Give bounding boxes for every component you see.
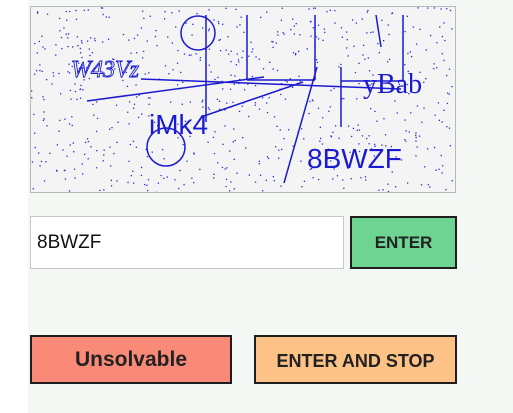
enter-button[interactable]: ENTER [350,216,457,269]
captcha-text-ybab: yBab [363,69,422,100]
captcha-image: W43Vz yBab iMk4 8BWZF [30,6,456,193]
unsolvable-button[interactable]: Unsolvable [30,335,232,384]
enter-and-stop-button[interactable]: ENTER AND STOP [254,335,457,384]
captcha-text-imk4: iMk4 [149,109,208,140]
captcha-text-8bwzf: 8BWZF [307,143,402,174]
captcha-answer-input[interactable] [30,216,344,269]
captcha-text-w43vz: W43Vz [71,57,140,83]
